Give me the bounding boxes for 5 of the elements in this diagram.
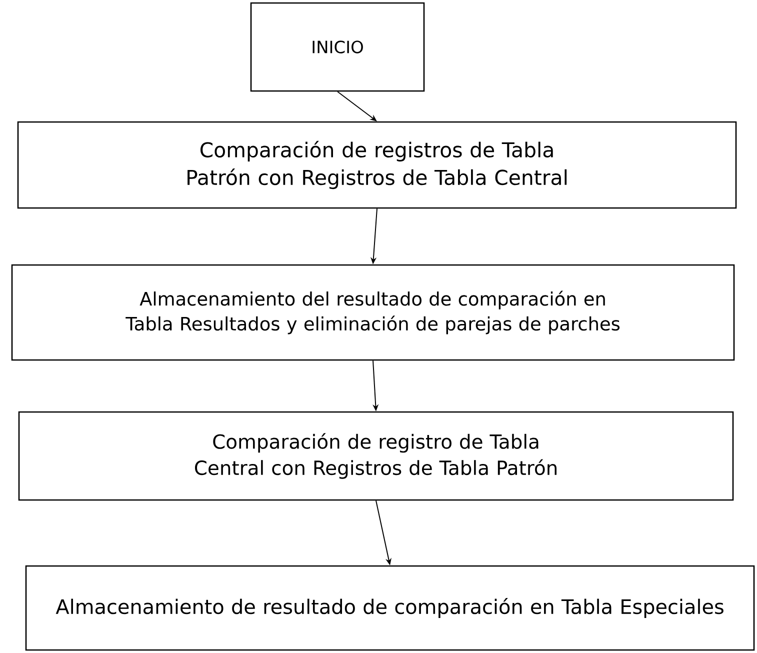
start-box: INICIO: [250, 2, 425, 92]
process-box: Almacenamiento del resultado de comparación en Tabla Resultados y eliminación de parejas de parches: [11, 264, 735, 361]
process-box: Comparación de registros de Tabla Patrón con Registros de Tabla Central: [17, 121, 737, 209]
process-box: Almacenamiento de resultado de comparación en Tabla Especiales: [25, 565, 755, 651]
process-box: Comparación de registro de Tabla Central con Registros de Tabla Patrón: [18, 411, 734, 501]
